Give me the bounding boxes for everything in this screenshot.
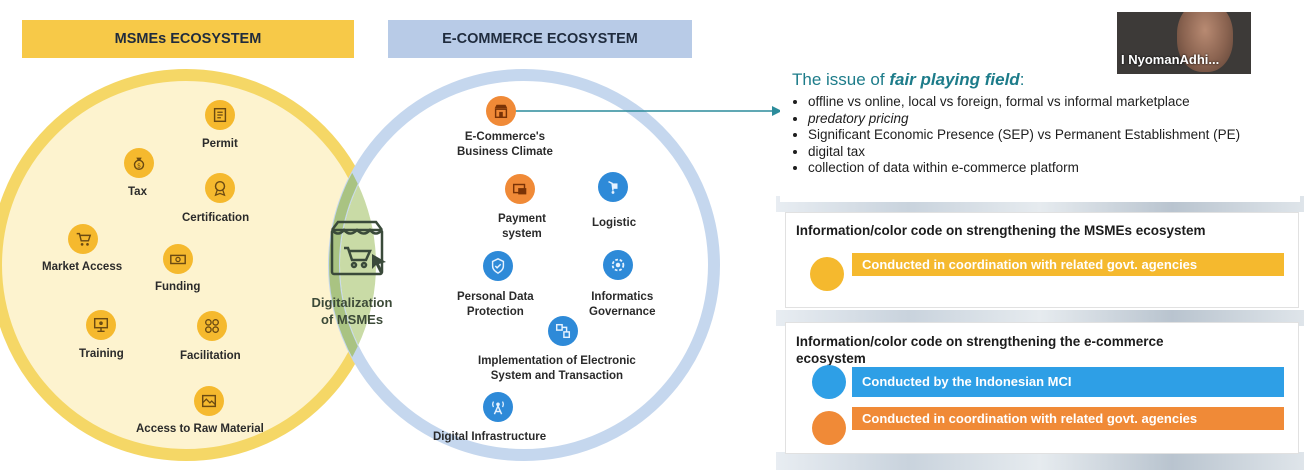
list-item: offline vs online, local vs foreign, for… (808, 94, 1298, 111)
shield-icon (483, 251, 513, 281)
legend-dot-blue (812, 365, 846, 399)
tax-label: Tax (128, 186, 147, 198)
payment-system-label: Payment system (498, 213, 546, 240)
banknote-icon (163, 244, 193, 274)
list-item: collection of data within e-commerce pla… (808, 160, 1298, 177)
business-climate-label: E-Commerce's Business Climate (457, 131, 553, 158)
participant-video (1177, 12, 1233, 72)
funding-label: Funding (155, 281, 201, 293)
ecommerce-ecosystem-banner: E-COMMERCE ECOSYSTEM (388, 20, 692, 58)
storefront-icon (486, 96, 516, 126)
legend-dot-yellow (810, 257, 844, 291)
logistic-label: Logistic (592, 217, 637, 229)
cart-icon (68, 224, 98, 254)
legend-dot-orange (812, 411, 846, 445)
digitalization-of-msmes-label: Digitalization of MSMEs (311, 295, 393, 327)
webcam-overlay: I NyomanAdhi... (1117, 12, 1251, 74)
issue-title: The issue of fair playing field: (792, 70, 1025, 89)
personal-data-protection-label: Personal Data Protection (457, 291, 534, 318)
fair-playing-field-panel: The issue of fair playing field: offline… (780, 50, 1300, 202)
training-icon (86, 310, 116, 340)
certification-label: Certification (182, 212, 250, 224)
msme-legend-title: Information/color code on strengthening … (796, 223, 1206, 238)
msmes-ecosystem-title: MSMEs ECOSYSTEM (114, 31, 262, 47)
truck-icon (598, 172, 628, 202)
list-item: predatory pricing (808, 111, 1298, 128)
participant-name: I NyomanAdhi... (1121, 52, 1220, 67)
ecom-legend-title: Information/color code on strengthening … (796, 334, 1164, 366)
legend-bar-blue: Conducted by the Indonesian MCI (852, 367, 1284, 397)
document-icon (205, 100, 235, 130)
electronic-system-label: Implementation of Electronic System and … (478, 355, 636, 382)
material-icon (194, 386, 224, 416)
informatics-governance-label: Informatics Governance (589, 291, 656, 318)
legend-bar-yellow: Conducted in coordination with related g… (852, 253, 1284, 276)
nodes-icon (548, 316, 578, 346)
market-access-label: Market Access (42, 261, 123, 273)
digital-infrastructure-label: Digital Infrastructure (433, 431, 547, 443)
svg-text:$: $ (137, 163, 141, 170)
msmes-ecosystem-banner: MSMEs ECOSYSTEM (22, 20, 354, 58)
ecom-legend-panel: Information/color code on strengthening … (785, 322, 1299, 454)
msme-legend-panel: Information/color code on strengthening … (785, 212, 1299, 308)
issue-list: offline vs online, local vs foreign, for… (786, 94, 1298, 177)
tower-icon (483, 392, 513, 422)
access-to-raw-material-label: Access to Raw Material (136, 423, 264, 435)
facilitation-label: Facilitation (180, 350, 241, 362)
money-bag-icon: $ (124, 148, 154, 178)
payment-icon (505, 174, 535, 204)
badge-icon (205, 173, 235, 203)
online-shop-icon (330, 220, 386, 276)
permit-label: Permit (202, 138, 238, 150)
ecommerce-ecosystem-title: E-COMMERCE ECOSYSTEM (442, 31, 638, 47)
background-band (776, 452, 1304, 470)
list-item: digital tax (808, 144, 1298, 161)
legend-bar-orange: Conducted in coordination with related g… (852, 407, 1284, 430)
gear-icon (603, 250, 633, 280)
network-icon (197, 311, 227, 341)
training-label: Training (79, 348, 124, 360)
list-item: Significant Economic Presence (SEP) vs P… (808, 127, 1298, 144)
